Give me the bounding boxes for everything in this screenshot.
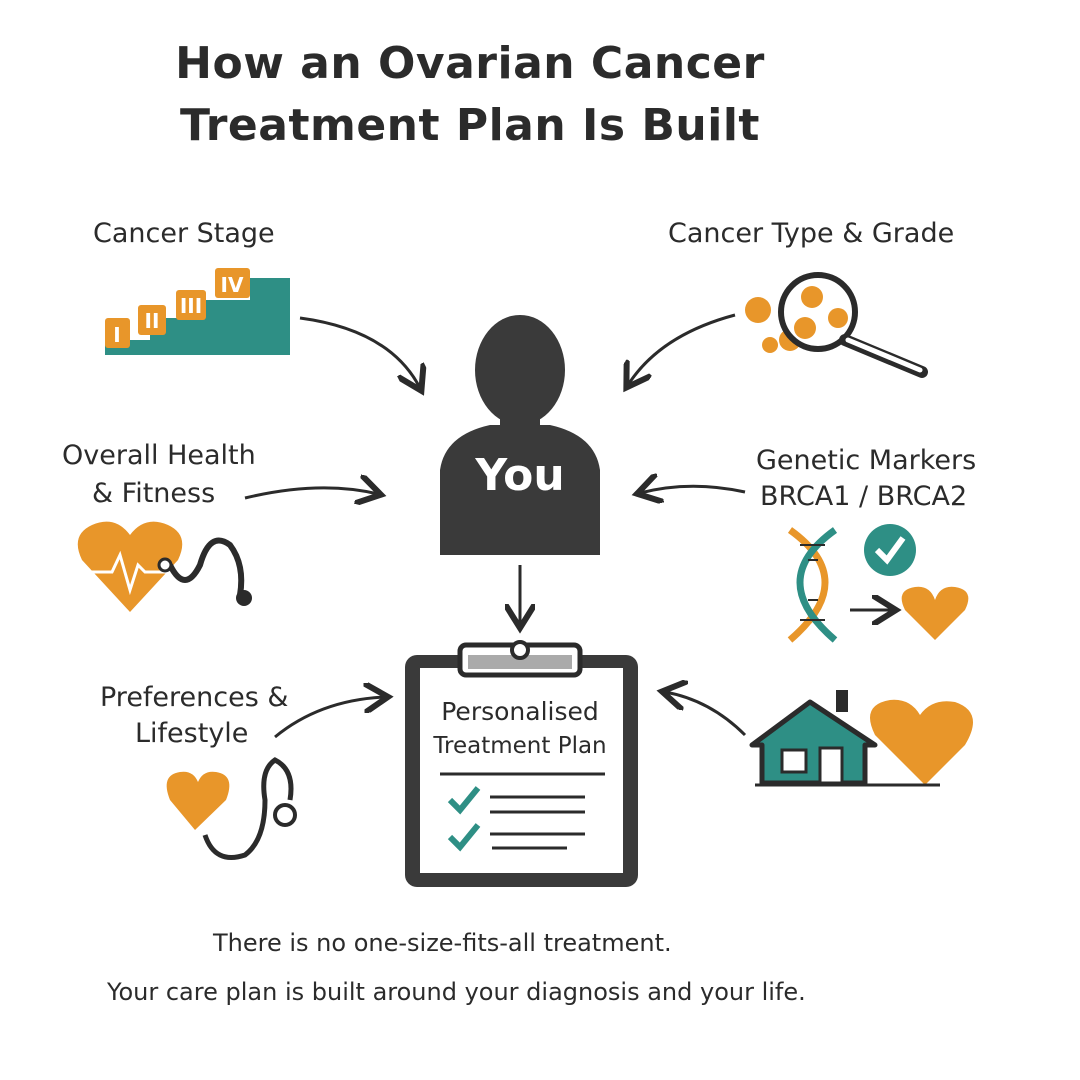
you-label: You — [475, 450, 565, 501]
check-circle-icon — [864, 524, 916, 576]
stage-1: I — [113, 323, 120, 347]
stage-4: IV — [221, 273, 244, 297]
heart-icon — [901, 586, 969, 640]
preferences-label-1: Preferences & — [100, 682, 289, 713]
magnifier-icon — [745, 272, 928, 378]
overall-health-label-2: & Fitness — [92, 478, 216, 509]
cancer-type-label: Cancer Type & Grade — [668, 218, 955, 249]
stage-2: II — [145, 309, 160, 333]
dna-icon — [787, 524, 969, 643]
arrow-genetic — [640, 486, 746, 493]
heart-stethoscope-icon-2 — [166, 757, 297, 860]
title-line-2: Treatment Plan Is Built — [180, 100, 760, 151]
arrow-lifestyle — [665, 692, 747, 737]
footer-line-1: There is no one-size-fits-all treatment. — [213, 929, 672, 957]
arrows — [244, 313, 747, 739]
stairs-icon: I II III IV — [105, 268, 290, 355]
house-heart-icon — [749, 690, 973, 787]
arrow-stage — [299, 316, 420, 388]
arrow-preferences — [274, 697, 385, 739]
genetic-markers-label-2: BRCA1 / BRCA2 — [760, 481, 968, 512]
genetic-markers-label-1: Genetic Markers — [756, 445, 977, 476]
heart-stethoscope-icon — [77, 521, 252, 612]
person-silhouette-icon — [440, 315, 600, 555]
cancer-stage-label: Cancer Stage — [93, 218, 275, 249]
arrow-health — [244, 488, 378, 498]
clipboard-icon — [405, 640, 638, 887]
overall-health-label-1: Overall Health — [62, 440, 256, 471]
preferences-label-2: Lifestyle — [135, 718, 249, 749]
title-line-1: How an Ovarian Cancer — [175, 38, 765, 89]
plan-title-2: Treatment Plan — [433, 733, 607, 759]
plan-title-1: Personalised — [441, 697, 599, 726]
footer-line-2: Your care plan is built around your diag… — [107, 978, 806, 1006]
stage-3: III — [180, 294, 202, 318]
arrow-type — [628, 313, 736, 385]
